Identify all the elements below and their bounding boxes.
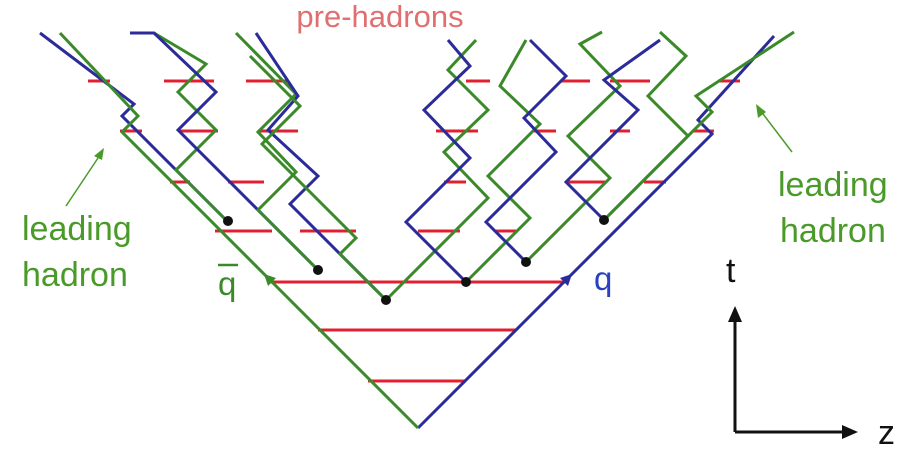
breaking-vertex: [461, 277, 471, 287]
quark-arrowhead: [560, 274, 572, 286]
antiquark-worldline: [464, 39, 543, 284]
breaking-vertex: [223, 216, 233, 226]
antiquark-worldline: [602, 30, 691, 222]
breaking-vertex: [381, 295, 391, 305]
antiquark-worldline: [384, 38, 491, 302]
antiquark-worldline: [602, 30, 795, 222]
quark-worldline: [130, 31, 320, 272]
breaking-vertex: [313, 265, 323, 275]
breaking-vertex: [599, 215, 609, 225]
antiquark-worldline: [58, 31, 268, 278]
leading-hadron-right-pointer: [759, 109, 793, 153]
quark-worldline: [563, 38, 661, 222]
leading-hadron-left-pointer: [65, 151, 103, 207]
z-axis-arrowhead: [842, 425, 858, 439]
quark-worldline: [483, 38, 569, 264]
z-axis-label: z: [878, 414, 895, 452]
antiquark-worldline: [153, 31, 230, 224]
axes: t z: [726, 252, 895, 452]
leading-hadron-right-line2: hadron: [780, 212, 886, 250]
antiquark-label: q: [218, 265, 236, 302]
antiquark-worldline: [524, 30, 623, 264]
leading-hadron-left-line1: leading: [22, 210, 132, 248]
t-axis-label: t: [726, 252, 736, 290]
leading-hadron-right-line1: leading: [778, 166, 888, 204]
string-segments: [88, 79, 740, 383]
quark-worldline: [403, 39, 473, 284]
t-axis-arrowhead: [728, 306, 742, 322]
leading-hadron-left-arrowhead: [94, 148, 104, 160]
leading-hadron-left-line2: hadron: [22, 256, 128, 294]
quark-worldline: [254, 32, 388, 302]
breaking-vertex: [521, 257, 531, 267]
quark-worldline: [568, 34, 776, 278]
antiquark-worldline: [248, 54, 388, 302]
quark-line: [416, 274, 572, 430]
antiquark-arrowhead: [264, 274, 276, 286]
leading-hadron-right-arrowhead: [756, 104, 766, 118]
antiquark-worldline: [234, 31, 320, 272]
quark-label: q: [594, 260, 612, 297]
pre-hadrons-title: pre-hadrons: [296, 0, 463, 34]
antiquark-line: [264, 274, 420, 430]
